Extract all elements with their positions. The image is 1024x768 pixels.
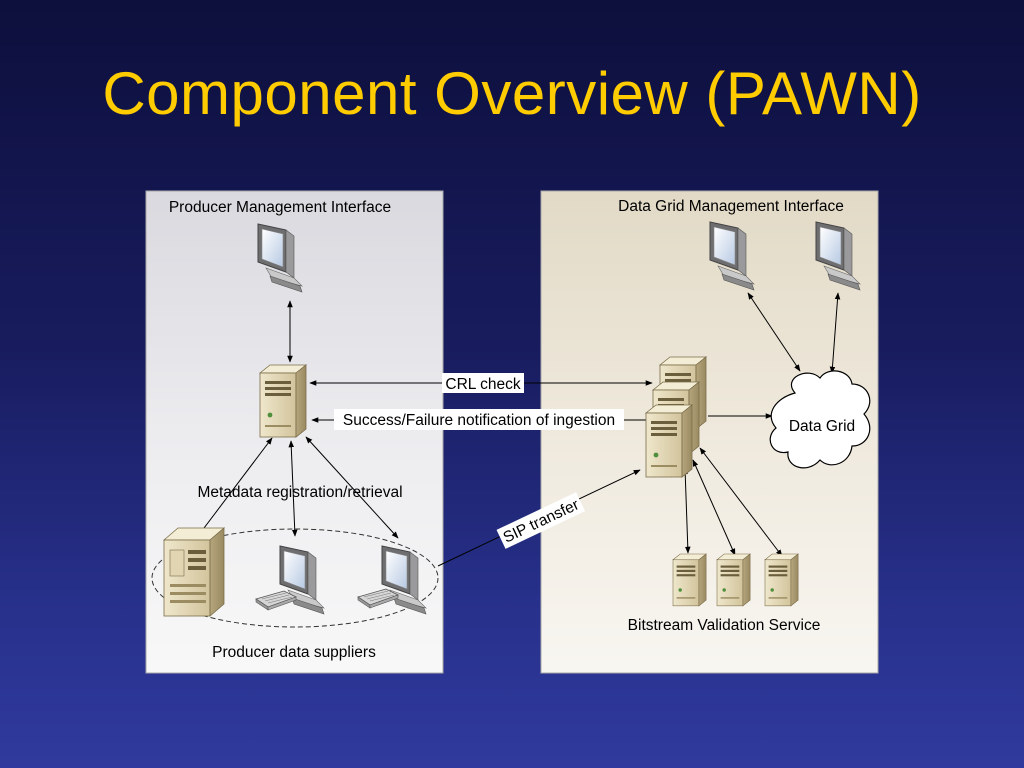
validation-server-3-icon bbox=[764, 553, 799, 607]
data-grid-label: Data Grid bbox=[789, 418, 855, 435]
grid-server-front-icon bbox=[645, 404, 693, 478]
data-grid-cloud-icon bbox=[769, 370, 871, 469]
notification-box bbox=[334, 409, 624, 430]
pawn-server-icon bbox=[259, 364, 307, 438]
crl-check-box bbox=[442, 373, 524, 393]
suppliers-label: Producer data suppliers bbox=[212, 644, 376, 661]
server-to-supplier1-arrow bbox=[197, 437, 273, 537]
data-grid-interface-label: Data Grid Management Interface bbox=[618, 198, 844, 215]
crl-check-label: CRL check bbox=[445, 376, 520, 393]
dgmi1-to-grid-arrow bbox=[747, 292, 801, 372]
suppliers-group-outline bbox=[151, 528, 439, 628]
grid-server-to-validator1-arrow bbox=[682, 467, 691, 554]
bitstream-label: Bitstream Validation Service bbox=[628, 617, 821, 634]
validation-server-2-icon bbox=[716, 553, 751, 607]
grid-server-to-validator3-arrow bbox=[699, 447, 783, 557]
validation-server-1-icon bbox=[672, 553, 707, 607]
supplier-tower-icon bbox=[162, 527, 226, 617]
server-to-supplier2-arrow bbox=[288, 440, 298, 537]
metadata-label: Metadata registration/retrieval bbox=[197, 484, 402, 501]
dgmi2-to-grid-arrow bbox=[829, 292, 841, 374]
slide-title: Component Overview (PAWN) bbox=[102, 60, 922, 127]
notification-label: Success/Failure notification of ingestio… bbox=[343, 412, 615, 429]
server-to-supplier3-arrow bbox=[305, 436, 399, 539]
producer-interface-label: Producer Management Interface bbox=[169, 199, 391, 216]
